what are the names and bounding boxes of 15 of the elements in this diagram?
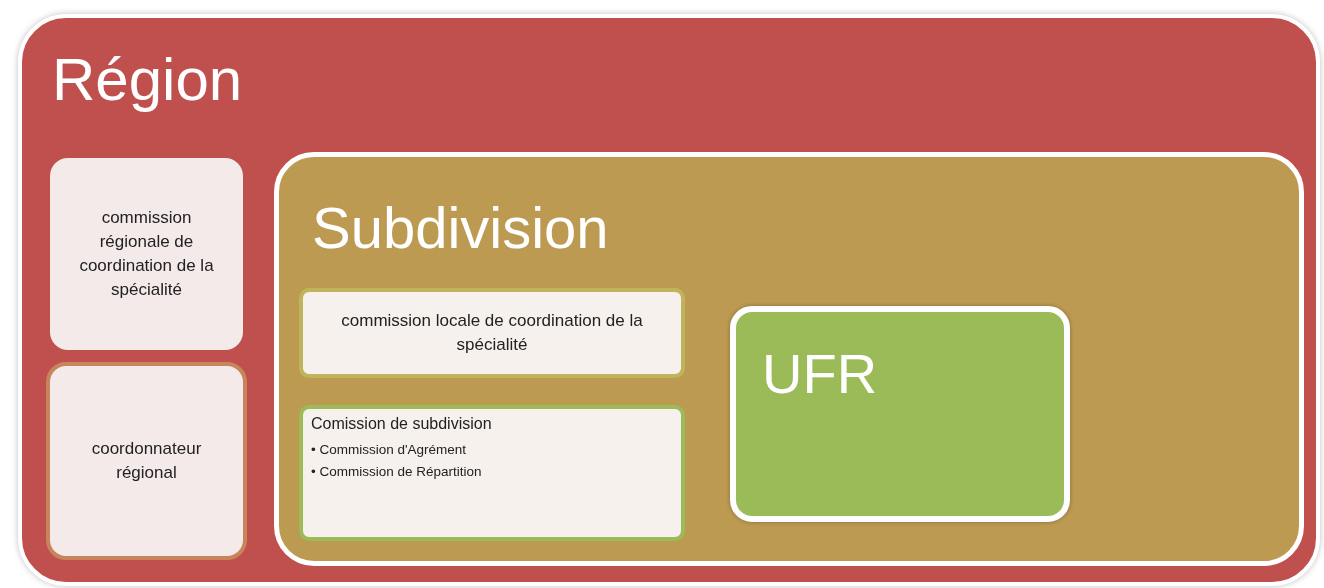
card-text: coordonnateur régional — [90, 438, 203, 484]
card — [299, 288, 685, 378]
heading: UFR — [762, 346, 878, 402]
card-text: commission régionale de coordination de la spécialité — [78, 207, 215, 301]
heading: Subdivision — [312, 199, 609, 257]
subdivision-panel — [274, 152, 1304, 566]
list-item: • Commission de Répartition — [311, 463, 483, 481]
card — [50, 158, 243, 350]
heading: Région — [52, 50, 243, 110]
unit-card — [730, 306, 1070, 522]
list-item: • Commission d'Agrément — [311, 441, 468, 459]
card — [299, 405, 685, 541]
card — [46, 362, 247, 560]
card-heading: Comission de subdivision — [311, 414, 493, 434]
card-text: commission locale de coordination de la spécialité — [340, 310, 644, 356]
